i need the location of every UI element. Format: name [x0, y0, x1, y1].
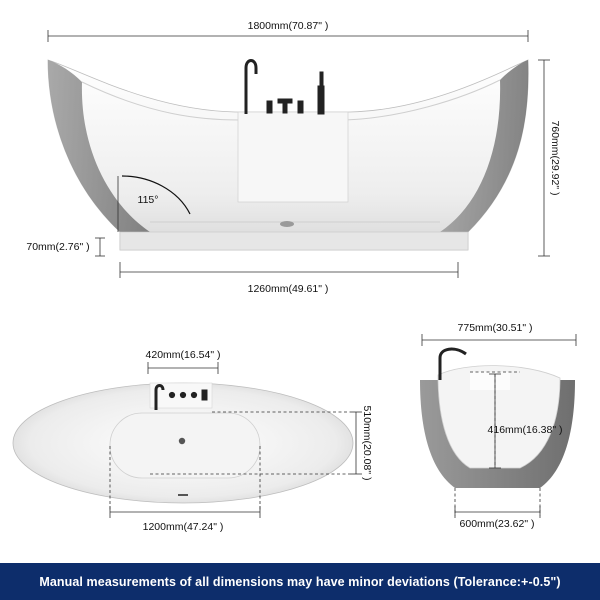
base-length-label: 1260mm(49.61" )	[248, 283, 329, 295]
base-width-label: 600mm(23.62" )	[460, 518, 535, 530]
angle-label: 115°	[138, 194, 159, 206]
inner-width-label: 510mm(20.08" )	[361, 406, 373, 481]
end-view: 775mm(30.51" ) 416mm(16.38" ) 600mm(23.6…	[420, 322, 577, 530]
faucet-width-label: 420mm(16.54" )	[146, 349, 221, 361]
angle-arc	[121, 175, 191, 215]
faucet-icon	[244, 59, 325, 115]
top-width-label: 775mm(30.51" )	[458, 322, 533, 334]
end-faucet-icon	[438, 347, 467, 380]
tolerance-banner: Manual measurements of all dimensions ma…	[0, 563, 600, 600]
tolerance-note: Manual measurements of all dimensions ma…	[39, 574, 561, 589]
faucet-panel	[237, 111, 349, 203]
tub-side-left-shadow	[48, 60, 150, 232]
tub-end-bowl	[437, 365, 561, 469]
top-view: 420mm(16.54" ) 510mm(20.08" ) 1200mm(4	[12, 349, 373, 533]
side-view: 1800mm(70.87" ) 115°	[26, 20, 561, 295]
top-drain-icon	[178, 437, 186, 445]
depth-label: 416mm(16.38" )	[488, 424, 563, 436]
inner-length-label: 1200mm(47.24" )	[143, 521, 224, 533]
tub-side-right-shadow	[440, 60, 529, 232]
overall-length-label: 1800mm(70.87" )	[248, 20, 329, 32]
top-faucet-icon	[154, 384, 208, 410]
drain-icon	[280, 221, 294, 227]
height-label: 760mm(29.92" )	[549, 121, 561, 196]
base-height-label: 70mm(2.76" )	[26, 241, 89, 253]
tub-base	[119, 231, 469, 251]
tub-top-basin	[109, 412, 261, 479]
